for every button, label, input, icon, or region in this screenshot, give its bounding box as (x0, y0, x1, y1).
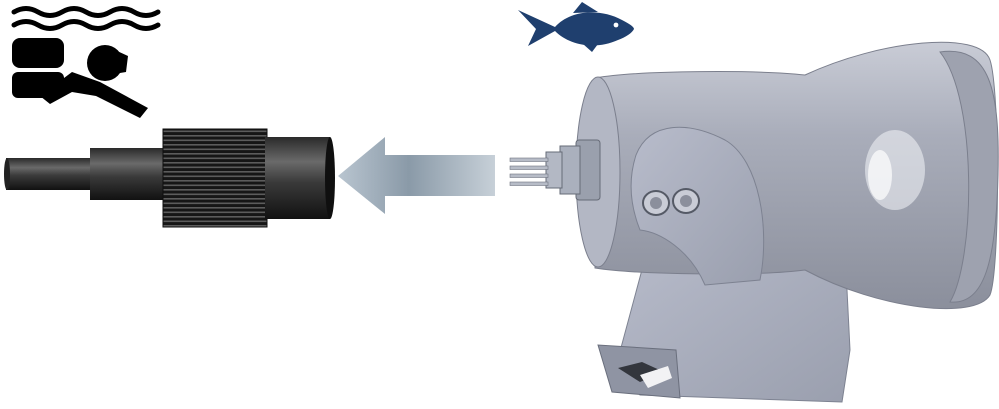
water-waves-icon (11, 6, 161, 31)
housing-connector-pins (509, 139, 601, 201)
scuba-diver-icon (12, 38, 148, 118)
left-arrow-icon (338, 137, 495, 214)
fish-icon (518, 2, 634, 52)
cable-connector (4, 128, 335, 228)
mounting-bracket (597, 239, 851, 403)
light-housing (575, 41, 999, 310)
